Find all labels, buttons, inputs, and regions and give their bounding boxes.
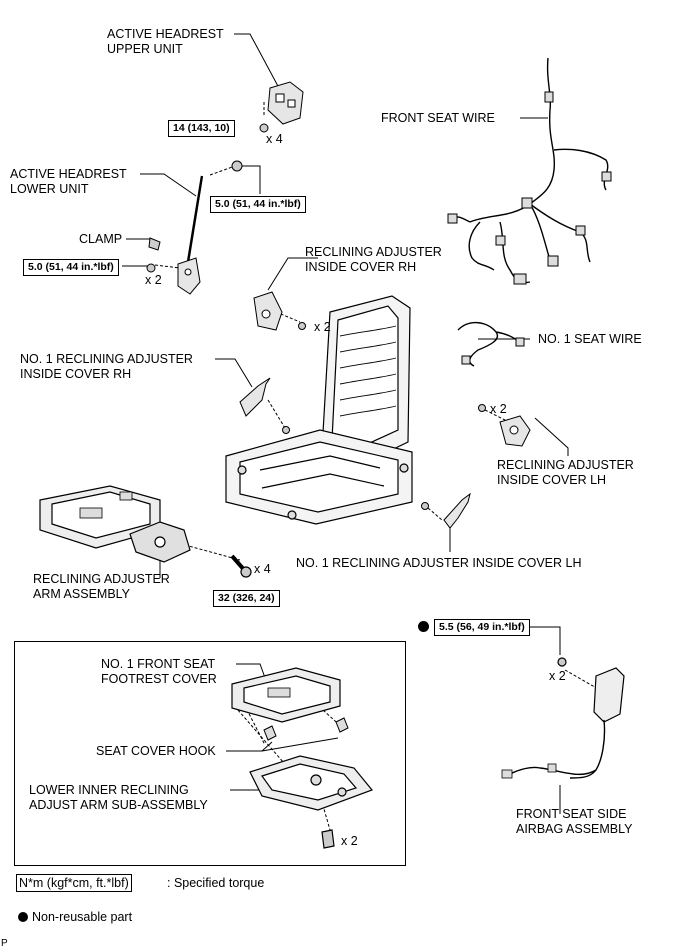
label-front-seat-wire: FRONT SEAT WIRE bbox=[381, 111, 495, 125]
legend-nonreusable-text: Non-reusable part bbox=[32, 910, 133, 924]
reclining-adjuster-arm-assembly-drawing bbox=[39, 485, 252, 578]
front-seat-side-airbag-drawing bbox=[501, 657, 625, 779]
label-line-2: LOWER UNIT bbox=[10, 182, 89, 196]
qty-arm-assembly: x 4 bbox=[254, 562, 271, 576]
seat-frame-drawing bbox=[225, 295, 413, 525]
qty-cover-rh: x 2 bbox=[314, 320, 331, 334]
label-front-seat-side-airbag-assembly: FRONT SEAT SIDE AIRBAG ASSEMBLY bbox=[516, 807, 632, 837]
qty-airbag: x 2 bbox=[549, 669, 566, 683]
non-reusable-marker bbox=[418, 621, 429, 632]
seat-cover-hook-drawing bbox=[263, 717, 349, 741]
label-active-headrest-lower-unit: ACTIVE HEADREST LOWER UNIT bbox=[10, 167, 127, 197]
torque-arm-assembly: 32 (326, 24) bbox=[213, 590, 280, 607]
label-line-1: NO. 1 FRONT SEAT bbox=[101, 657, 216, 671]
label-no1-reclining-adjuster-inside-cover-lh: NO. 1 RECLINING ADJUSTER INSIDE COVER LH bbox=[296, 556, 582, 570]
footrest-inset-frame bbox=[14, 641, 406, 866]
label-no1-reclining-adjuster-inside-cover-rh: NO. 1 RECLINING ADJUSTER INSIDE COVER RH bbox=[20, 352, 193, 382]
label-clamp: CLAMP bbox=[79, 232, 123, 246]
label-line-2: FOOTREST COVER bbox=[101, 672, 217, 686]
label-line-1: RECLINING ADJUSTER bbox=[497, 458, 634, 472]
torque-lower-unit-top: 5.0 (51, 44 in.*lbf) bbox=[210, 196, 306, 213]
no1-seat-wire-drawing bbox=[457, 322, 525, 367]
label-line-1: FRONT SEAT SIDE bbox=[516, 807, 627, 821]
label-seat-cover-hook: SEAT COVER HOOK bbox=[96, 744, 216, 758]
label-reclining-adjuster-inside-cover-rh: RECLINING ADJUSTER INSIDE COVER RH bbox=[305, 245, 442, 275]
label-line-2: INSIDE COVER LH bbox=[497, 473, 607, 487]
qty-upper-unit: x 4 bbox=[266, 132, 283, 146]
label-line-2: ARM ASSEMBLY bbox=[33, 587, 131, 601]
label-line-1: RECLINING ADJUSTER bbox=[305, 245, 442, 259]
label-line-1: ACTIVE HEADREST bbox=[107, 27, 224, 41]
footrest-cover-drawing bbox=[231, 667, 341, 723]
no1-reclining-adjuster-inside-cover-rh-drawing bbox=[239, 377, 290, 434]
no1-reclining-adjuster-inside-cover-lh-drawing bbox=[421, 492, 471, 529]
legend-nonreusable-dot bbox=[18, 912, 28, 922]
label-line-2: AIRBAG ASSEMBLY bbox=[516, 822, 633, 836]
label-reclining-adjuster-inside-cover-lh: RECLINING ADJUSTER INSIDE COVER LH bbox=[497, 458, 634, 488]
qty-cover-lh: x 2 bbox=[490, 402, 507, 416]
label-line-1: ACTIVE HEADREST bbox=[10, 167, 127, 181]
qty-lower-inner-arm: x 2 bbox=[341, 834, 358, 848]
legend-torque-text: : Specified torque bbox=[167, 876, 265, 890]
lower-inner-reclining-adjust-arm-drawing bbox=[249, 755, 373, 849]
label-no1-seat-wire: NO. 1 SEAT WIRE bbox=[538, 332, 642, 346]
label-reclining-adjuster-arm-assembly: RECLINING ADJUSTER ARM ASSEMBLY bbox=[33, 572, 170, 602]
label-line-2: INSIDE COVER RH bbox=[305, 260, 417, 274]
label-line-2: ADJUST ARM SUB-ASSEMBLY bbox=[29, 798, 208, 812]
label-no1-front-seat-footrest-cover: NO. 1 FRONT SEAT FOOTREST COVER bbox=[101, 657, 217, 687]
reclining-adjuster-inside-cover-rh-drawing bbox=[253, 291, 306, 331]
torque-upper-unit: 14 (143, 10) bbox=[168, 120, 235, 137]
active-headrest-lower-unit-drawing bbox=[146, 160, 243, 295]
label-line-2: INSIDE COVER RH bbox=[20, 367, 132, 381]
label-line-1: LOWER INNER RECLINING bbox=[29, 783, 189, 797]
label-active-headrest-upper-unit: ACTIVE HEADREST UPPER UNIT bbox=[107, 27, 224, 57]
legend-torque-box: N*m (kgf*cm, ft.*lbf) bbox=[16, 874, 132, 892]
label-line-2: UPPER UNIT bbox=[107, 42, 183, 56]
torque-airbag: 5.5 (56, 49 in.*lbf) bbox=[434, 619, 530, 636]
corner-mark: P bbox=[1, 938, 8, 949]
reclining-adjuster-inside-cover-lh-drawing bbox=[478, 404, 531, 447]
label-line-1: RECLINING ADJUSTER bbox=[33, 572, 170, 586]
qty-lower-unit: x 2 bbox=[145, 273, 162, 287]
label-lower-inner-reclining-adjust-arm: LOWER INNER RECLINING ADJUST ARM SUB-ASS… bbox=[29, 783, 208, 813]
label-line-1: NO. 1 RECLINING ADJUSTER bbox=[20, 352, 193, 366]
active-headrest-upper-unit-drawing bbox=[259, 81, 304, 133]
front-seat-wire-drawing bbox=[447, 57, 612, 285]
torque-lower-unit-bottom: 5.0 (51, 44 in.*lbf) bbox=[23, 259, 119, 276]
